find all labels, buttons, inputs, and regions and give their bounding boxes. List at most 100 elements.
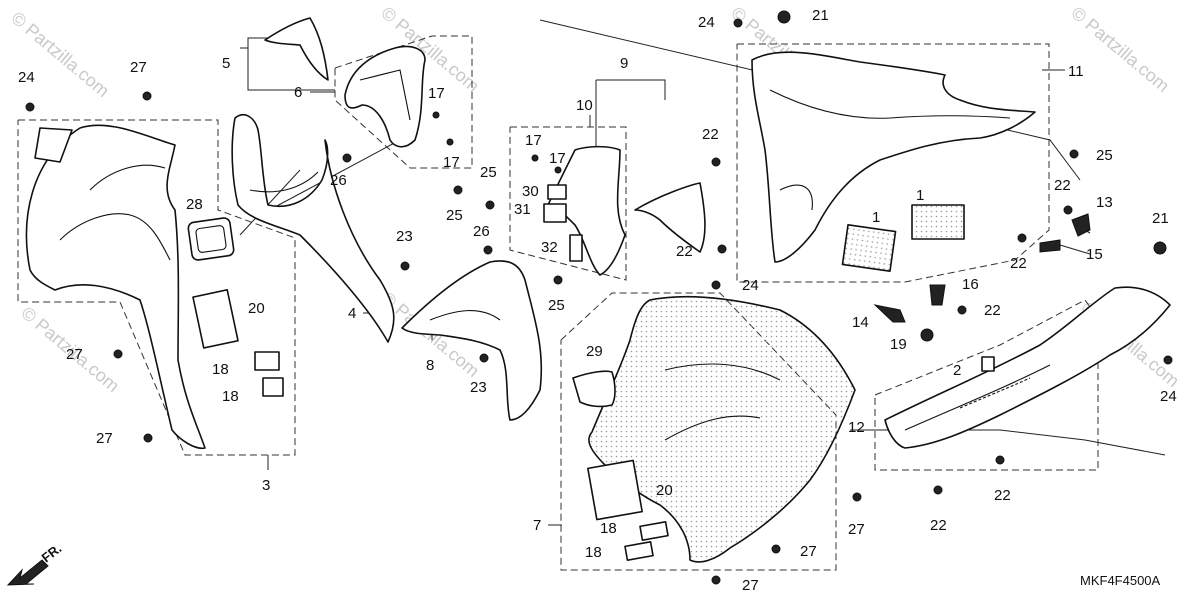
group-box-11 [736,43,1050,283]
bracket-14 [873,304,906,323]
callout-20: 20 [656,482,673,499]
callout-27: 27 [96,430,113,447]
callout-22: 22 [930,517,947,534]
bolt-27 [771,544,781,554]
bolt-27 [852,492,862,502]
callout-3: 3 [262,477,270,494]
part-20-pad-lower [587,459,643,521]
callout-14: 14 [852,314,869,331]
callout-24: 24 [742,277,759,294]
callout-22: 22 [676,243,693,260]
callout-32: 32 [541,239,558,256]
bolt-17 [432,111,440,119]
callout-23: 23 [396,228,413,245]
callout-5: 5 [222,55,230,72]
callout-22: 22 [1010,255,1027,272]
callout-18: 18 [585,544,602,561]
watermark-text: © Partzilla.com [7,8,113,101]
callout-22: 22 [1054,177,1071,194]
callout-25: 25 [1096,147,1113,164]
bolt-26 [342,153,352,163]
callout-4: 4 [348,305,356,322]
bolt-27 [142,91,152,101]
callout-27: 27 [800,543,817,560]
callout-21: 21 [812,7,829,24]
callout-21: 21 [1152,210,1169,227]
grommet-19 [920,328,934,342]
leader-lines [239,19,1166,526]
callout-24: 24 [1160,388,1177,405]
callout-29: 29 [586,343,603,360]
callout-17: 17 [428,85,445,102]
bolt-27 [711,575,721,585]
bolt-22 [933,485,943,495]
callout-18: 18 [600,520,617,537]
callout-23: 23 [470,379,487,396]
callout-27: 27 [742,577,759,594]
callout-11: 11 [1068,63,1084,80]
bolt-26 [483,245,493,255]
front-arrow: FR. [6,541,64,586]
part-1-sticker [841,224,897,272]
part-5-trim [264,17,329,81]
bolt-24 [733,18,743,28]
callout-10: 10 [576,97,593,114]
part-1-sticker-b [911,204,965,240]
callout-18: 18 [212,361,229,378]
part-31-clip [543,203,567,223]
bolt-17 [554,166,562,174]
callout-26: 26 [473,223,490,240]
callout-27: 27 [130,59,147,76]
part-6-bracket [344,45,426,148]
diagram-code: MKF4F4500A [1080,573,1161,588]
part-18-pad-b [262,377,284,397]
part-10-group [543,145,706,276]
callout-22: 22 [994,487,1011,504]
callout-17: 17 [443,154,460,171]
part-32-clip [569,234,583,262]
callout-12: 12 [848,419,865,436]
callout-26: 26 [330,172,347,189]
bolt-25 [485,200,495,210]
bolt-17 [446,138,454,146]
part-18-pad-lower-b [624,541,654,561]
callout-28: 28 [186,196,203,213]
callout-30: 30 [522,183,539,200]
bolt-23 [479,353,489,363]
callout-15: 15 [1086,246,1103,263]
callout-17: 17 [525,132,542,149]
callout-17: 17 [549,150,566,167]
callout-25: 25 [480,164,497,181]
callout-16: 16 [962,276,979,293]
callout-labels: 1 1 2 3 4 5 6 7 8 9 10 11 12 13 14 15 16… [18,7,1177,594]
bolt-25 [553,275,563,285]
bolt-22 [717,244,727,254]
bolt-24 [1163,355,1173,365]
callout-8: 8 [426,357,434,374]
callout-20: 20 [248,300,265,317]
bolt-17 [531,154,539,162]
callout-19: 19 [890,336,907,353]
callout-1: 1 [916,187,924,204]
bolt-22 [1017,233,1027,243]
bolt-25 [1069,149,1079,159]
bolt-21 [1153,241,1167,255]
part-middle-cowl-4 [231,114,395,343]
callout-27: 27 [66,346,83,363]
front-arrow-icon [6,559,49,586]
callout-27: 27 [848,521,865,538]
part-lower-cowl-7 [572,295,856,563]
part-28-inset [187,217,235,261]
callout-22: 22 [984,302,1001,319]
part-30-clip [547,184,567,200]
bracket-13 [1071,213,1091,237]
callout-7: 7 [533,517,541,534]
callout-2: 2 [953,362,961,379]
callout-9: 9 [620,55,628,72]
bolt-22 [1063,205,1073,215]
part-18-pad-lower-a [639,521,669,541]
callout-25: 25 [446,207,463,224]
bracket-16 [929,284,946,306]
fasteners [25,10,1173,585]
